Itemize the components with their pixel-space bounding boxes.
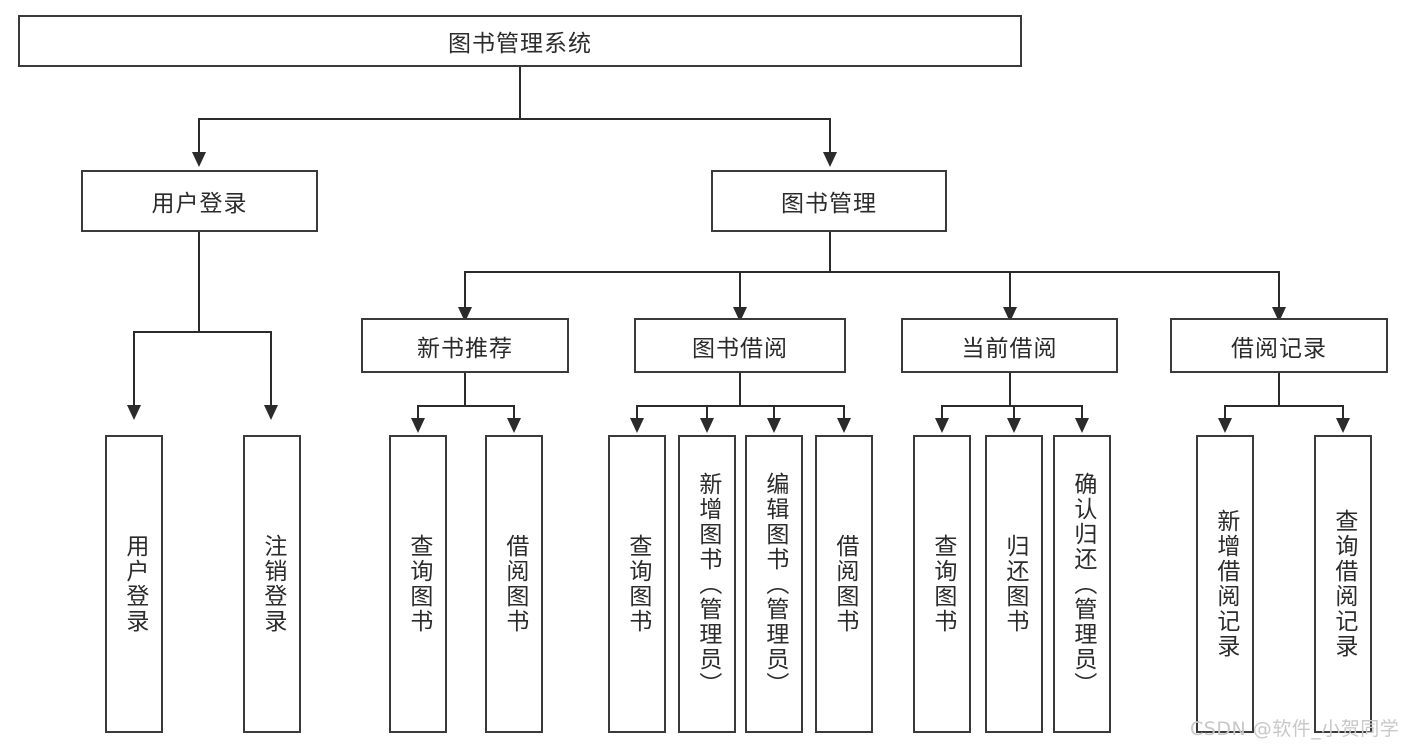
edge-new-book-child-1 <box>417 405 419 419</box>
node-label: 图书借阅 <box>692 335 788 362</box>
node-label: 查询图书 <box>405 534 432 634</box>
arrowhead-leaf-edit-book <box>767 418 781 433</box>
node-label: 新增图书（管理员） <box>694 471 721 697</box>
edge-to-current-borrow <box>1009 271 1011 308</box>
edge-level2-bus <box>464 271 1279 273</box>
node-label: 查询图书 <box>624 534 651 634</box>
node-label: 用户登录 <box>151 191 248 217</box>
edge-new-book-stem <box>464 373 466 406</box>
edge-user-login-child-2 <box>270 331 272 406</box>
edge-book-borrow-child-3 <box>773 405 775 419</box>
arrowhead-leaf-add-book <box>700 418 714 433</box>
arrowhead-leaf-query-book-1 <box>411 418 425 433</box>
node-label: 借阅记录 <box>1231 335 1327 362</box>
edge-current-borrow-stem <box>1009 373 1011 406</box>
edge-borrow-record-child-2 <box>1342 405 1344 419</box>
edge-new-book-child-2 <box>513 405 515 419</box>
edge-book-borrow-child-2 <box>706 405 708 419</box>
edge-book-borrow-child-4 <box>843 405 845 419</box>
arrowhead-leaf-borrow-book-2 <box>837 418 851 433</box>
arrowhead-leaf-query-book-2 <box>630 418 644 433</box>
edge-current-borrow-bus <box>941 405 1082 407</box>
leaf-query-book-borrow[interactable]: 查询图书 <box>608 435 666 733</box>
arrowhead-user-login <box>192 152 206 167</box>
edge-book-borrow-stem <box>739 373 741 406</box>
edge-current-borrow-child-2 <box>1013 405 1015 419</box>
node-user-login[interactable]: 用户登录 <box>81 170 318 232</box>
edge-user-login-child-1 <box>133 331 135 406</box>
arrowhead-book-manage <box>823 152 837 167</box>
edge-user-login-stem <box>198 232 200 332</box>
arrowhead-leaf-add-record <box>1218 418 1232 433</box>
edge-book-borrow-bus <box>636 405 844 407</box>
arrowhead-leaf-query-book-3 <box>935 418 949 433</box>
leaf-query-book-current[interactable]: 查询图书 <box>913 435 971 733</box>
leaf-return-book[interactable]: 归还图书 <box>985 435 1043 733</box>
arrowhead-leaf-logout <box>264 405 278 420</box>
edge-new-book-bus <box>417 405 514 407</box>
node-book-management[interactable]: 图书管理 <box>711 170 947 232</box>
node-label: 新书推荐 <box>417 335 513 362</box>
node-label: 查询图书 <box>929 534 956 634</box>
node-label: 借阅图书 <box>831 534 858 634</box>
node-label: 用户登录 <box>121 534 148 634</box>
arrowhead-leaf-borrow-book-1 <box>507 418 521 433</box>
node-label: 图书管理系统 <box>448 31 592 57</box>
leaf-borrow-book[interactable]: 借阅图书 <box>815 435 873 733</box>
node-current-borrow[interactable]: 当前借阅 <box>901 318 1118 373</box>
node-label: 编辑图书（管理员） <box>761 471 788 697</box>
leaf-edit-book-admin[interactable]: 编辑图书（管理员） <box>745 435 803 733</box>
leaf-user-login[interactable]: 用户登录 <box>105 435 163 733</box>
leaf-add-book-admin[interactable]: 新增图书（管理员） <box>678 435 736 733</box>
edge-root-to-book-manage <box>829 118 831 153</box>
node-label: 确认归还（管理员） <box>1069 471 1096 697</box>
edge-user-login-bus <box>133 331 270 333</box>
node-label: 图书管理 <box>781 191 877 217</box>
arrowhead-leaf-user-login <box>127 405 141 420</box>
edge-current-borrow-child-3 <box>1081 405 1083 419</box>
leaf-query-book-recommend[interactable]: 查询图书 <box>389 435 447 733</box>
node-borrow-record[interactable]: 借阅记录 <box>1170 318 1388 373</box>
node-label: 归还图书 <box>1001 534 1028 634</box>
edge-book-manage-stem <box>829 232 831 272</box>
node-label: 当前借阅 <box>961 335 1058 362</box>
leaf-logout[interactable]: 注销登录 <box>243 435 301 733</box>
arrowhead-leaf-confirm-return <box>1075 418 1089 433</box>
edge-borrow-record-child-1 <box>1224 405 1226 419</box>
node-new-book-recommend[interactable]: 新书推荐 <box>361 318 569 373</box>
leaf-borrow-book-recommend[interactable]: 借阅图书 <box>485 435 543 733</box>
edge-current-borrow-child-1 <box>941 405 943 419</box>
edge-borrow-record-bus <box>1224 405 1343 407</box>
arrowhead-leaf-return-book <box>1007 418 1021 433</box>
leaf-add-borrow-record[interactable]: 新增借阅记录 <box>1196 435 1254 733</box>
edge-borrow-record-stem <box>1278 373 1280 406</box>
edge-root-stem <box>519 67 521 119</box>
edge-to-borrow-record <box>1278 271 1280 308</box>
edge-to-book-borrow <box>739 271 741 308</box>
edge-to-new-book <box>464 271 466 308</box>
leaf-query-borrow-record[interactable]: 查询借阅记录 <box>1314 435 1372 733</box>
csdn-watermark: CSDN @软件_小贺同学 <box>1190 718 1400 740</box>
node-label: 借阅图书 <box>501 534 528 634</box>
arrowhead-leaf-query-record <box>1336 418 1350 433</box>
leaf-confirm-return-admin[interactable]: 确认归还（管理员） <box>1053 435 1111 733</box>
edge-book-borrow-child-1 <box>636 405 638 419</box>
node-label: 新增借阅记录 <box>1212 509 1239 659</box>
node-book-borrow[interactable]: 图书借阅 <box>634 318 846 373</box>
node-root-system[interactable]: 图书管理系统 <box>18 15 1022 67</box>
edge-root-to-user-login <box>198 118 200 153</box>
node-label: 查询借阅记录 <box>1330 509 1357 659</box>
node-label: 注销登录 <box>259 534 286 634</box>
edge-root-bus <box>198 118 831 120</box>
